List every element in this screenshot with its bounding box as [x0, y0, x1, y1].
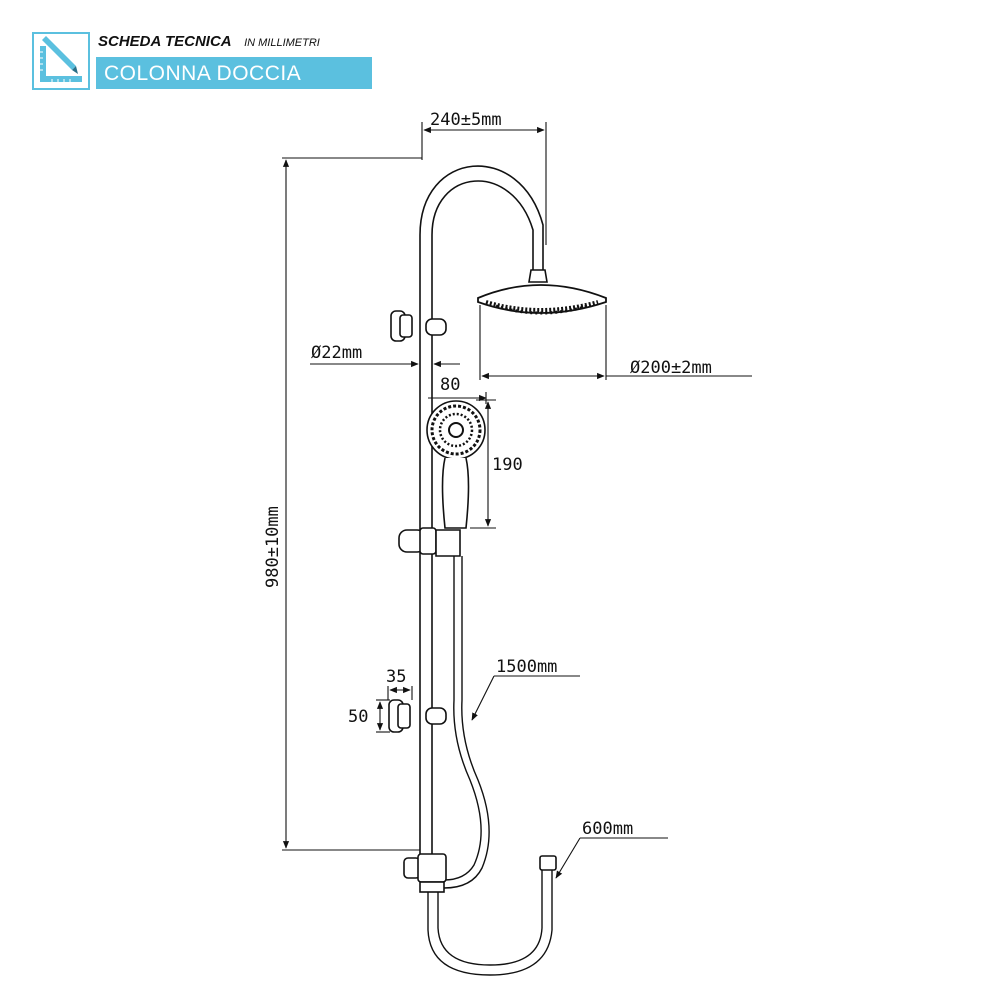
- dimension-lines: [282, 122, 752, 879]
- diverter: [403, 853, 447, 893]
- dim-head-diameter: Ø200±2mm: [630, 358, 712, 378]
- shower-column: [419, 165, 548, 860]
- handshower: [426, 400, 486, 529]
- dim-total-height: 980±10mm: [263, 506, 283, 588]
- wall-bracket-bottom: [388, 699, 447, 733]
- handshower-hose: [443, 556, 482, 881]
- header-subtitle: IN MILLIMETRI: [244, 37, 320, 49]
- rain-head: [477, 284, 607, 315]
- dim-arm-reach: 240±5mm: [430, 110, 502, 130]
- dim-handshower-width: 80: [440, 375, 460, 395]
- dim-handshower-length: 190: [492, 455, 523, 475]
- dim-bracket-height: 50: [348, 707, 368, 727]
- dim-inlet-hose-length: 600mm: [582, 819, 633, 839]
- dim-pipe-diameter: Ø22mm: [311, 343, 362, 363]
- wall-bracket-top: [390, 310, 447, 342]
- spec-header: SCHEDA TECNICA IN MILLIMETRI COLONNA DOC…: [32, 30, 382, 92]
- ruler-square-pencil-icon: [32, 32, 90, 90]
- inlet-hose: [427, 870, 553, 976]
- dim-hose-length: 1500mm: [496, 657, 557, 677]
- header-title: SCHEDA TECNICA: [98, 33, 232, 50]
- dim-bracket-width: 35: [386, 667, 406, 687]
- header-title-line: SCHEDA TECNICA IN MILLIMETRI: [98, 33, 320, 51]
- product-name: COLONNA DOCCIA: [96, 57, 372, 89]
- slide-holder: [398, 527, 461, 557]
- hose-connector: [539, 855, 557, 871]
